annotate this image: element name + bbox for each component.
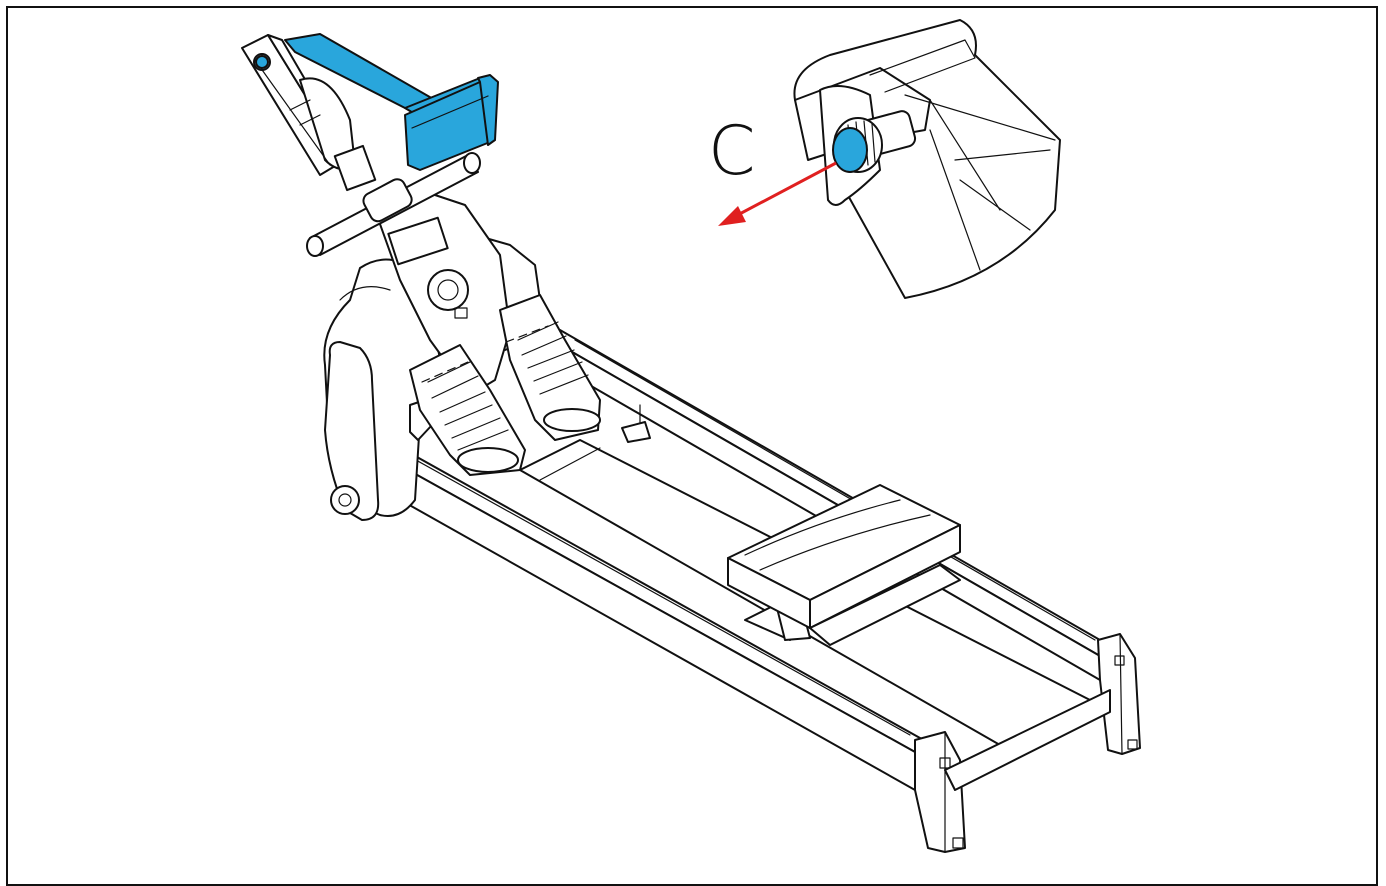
callout-label-c: C [708,112,756,191]
foot-plate-right [499,294,601,441]
handle-bar [306,152,481,257]
rear-foot-front [914,731,966,853]
highlighted-device-holder [255,33,499,171]
rowing-machine-diagram [241,19,1141,853]
center-column [374,189,511,396]
foot-plate-left [409,344,526,476]
rear-foot-back [1097,633,1141,755]
removal-arrow [718,161,837,226]
upright-mast [241,34,377,192]
callout-detail-view [793,19,1061,299]
seat [727,484,961,646]
